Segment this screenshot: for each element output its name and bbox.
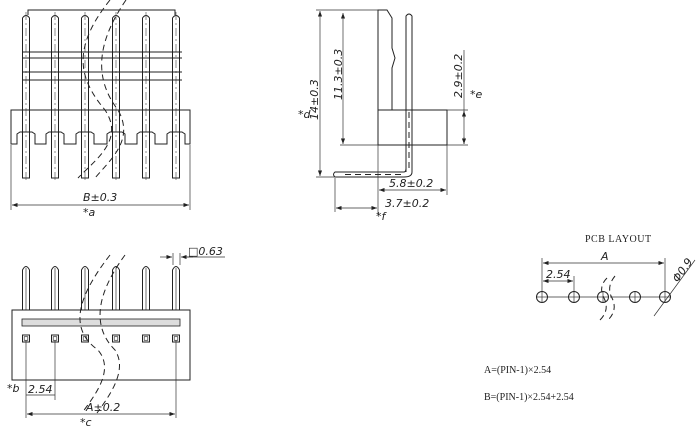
- pcb-dimension-a: A: [600, 250, 609, 263]
- formula-a: A=(PIN-1)×2.54: [484, 365, 551, 376]
- pin: [142, 15, 150, 179]
- pin: [112, 15, 120, 179]
- top-pins: [22, 266, 180, 310]
- pin-pad: [112, 334, 120, 343]
- dimension-body-depth: 5.8±0.2: [389, 177, 433, 190]
- pin-pad: [81, 334, 89, 343]
- pin: [22, 15, 30, 179]
- front-view: B±0.3 *a: [10, 0, 191, 219]
- dimension-total-height: 14±0.3: [308, 79, 321, 120]
- front-pins: [22, 12, 180, 182]
- pcb-layout: PCB LAYOUT A 2.54 Φ0.9: [536, 234, 696, 321]
- break-line: [94, 0, 127, 179]
- marker-f: *f: [376, 210, 388, 223]
- pcb-layout-title: PCB LAYOUT: [585, 234, 652, 245]
- pin-top-bar: [27, 9, 176, 15]
- bent-pin: [333, 13, 413, 178]
- pin-pad: [142, 334, 150, 343]
- break-line: [79, 254, 111, 414]
- dimension-b-label: B±0.3: [83, 191, 117, 204]
- formula-b: B=(PIN-1)×2.54+2.54: [484, 392, 574, 403]
- front-body: [10, 109, 191, 145]
- break-line: [77, 0, 113, 179]
- dimension-pitch: 2.54: [28, 383, 53, 396]
- pin: [112, 266, 120, 310]
- pin: [22, 266, 30, 310]
- pcb-holes: [536, 291, 671, 303]
- pin: [142, 266, 150, 310]
- pcb-dimension-hole: Φ0.9: [670, 256, 696, 285]
- top-view: □0.63 2.54 *b A±0.2 *c: [7, 245, 225, 428]
- pcb-dimension-pitch: 2.54: [546, 268, 571, 281]
- pin: [172, 266, 180, 310]
- marker-d: *d: [298, 108, 312, 121]
- marker-c: *c: [80, 416, 92, 428]
- marker-a: *a: [83, 206, 96, 219]
- pin: [51, 15, 59, 179]
- dimension-pin-height: 11.3±0.3: [332, 49, 345, 100]
- dimension-body-height: 2.9±0.2: [452, 54, 465, 98]
- pin: [172, 15, 180, 179]
- dimension-pin-size: □0.63: [188, 245, 223, 258]
- pin: [51, 266, 59, 310]
- dimension-pin-offset: 3.7±0.2: [385, 197, 429, 210]
- side-view: 14±0.3 *d 11.3±0.3 2.9±0.2 *e 5.8±0.2 3.…: [298, 9, 483, 223]
- housing: [377, 9, 396, 110]
- marker-b: *b: [7, 382, 20, 395]
- pin: [81, 266, 89, 310]
- dimension-a: A±0.2: [85, 401, 120, 414]
- top-body: [11, 309, 191, 381]
- pin: [81, 15, 89, 179]
- pin-pads: [22, 334, 180, 343]
- marker-e: *e: [470, 88, 483, 101]
